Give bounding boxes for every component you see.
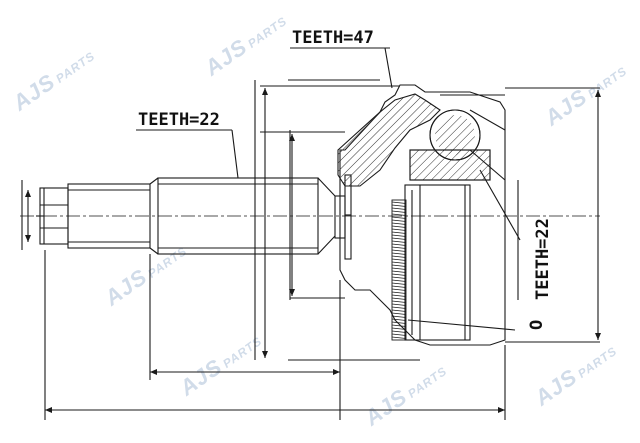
abs-tooth [391, 219, 407, 222]
abs-tooth [391, 300, 407, 303]
abs-tooth [391, 261, 407, 264]
abs-tooth [391, 327, 407, 330]
abs-tooth [391, 282, 407, 285]
abs-tooth [391, 207, 407, 210]
abs-tooth [391, 243, 407, 246]
abs-tooth [391, 252, 407, 255]
abs-tooth [391, 234, 407, 237]
abs-tooth [391, 279, 407, 282]
abs-tooth [391, 273, 407, 276]
housing-outline [339, 84, 506, 346]
abs-tooth [391, 315, 407, 318]
abs-tooth [391, 267, 407, 270]
abs-tooth [391, 258, 407, 261]
abs-tooth [391, 291, 407, 294]
label-teeth-22-shaft: TEETH=22 [138, 110, 220, 130]
label-abs-ring: O [527, 320, 547, 330]
abs-tooth [391, 318, 407, 321]
abs-tooth [391, 333, 407, 336]
abs-tooth [391, 264, 407, 267]
abs-tooth [391, 213, 407, 216]
abs-tooth [391, 222, 407, 225]
leader-teeth-abs [479, 169, 521, 241]
abs-tooth [391, 240, 407, 243]
abs-tooth [391, 228, 407, 231]
abs-tooth [391, 330, 407, 333]
abs-tooth [391, 210, 407, 213]
abs-tooth [391, 321, 407, 324]
abs-tooth [391, 294, 407, 297]
abs-tooth [391, 255, 407, 258]
outer-shaft [67, 183, 151, 249]
abs-tooth [391, 201, 407, 204]
abs-tooth [391, 204, 407, 207]
leader-teeth-47 [384, 47, 393, 89]
abs-tooth [391, 231, 407, 234]
abs-tooth [391, 285, 407, 288]
abs-tooth [391, 336, 407, 339]
label-teeth-22-abs: TEETH=22 [533, 218, 553, 300]
abs-tooth [391, 297, 407, 300]
abs-tooth [391, 237, 407, 240]
housing-section [337, 93, 441, 187]
abs-ring [391, 199, 407, 341]
abs-tooth [391, 246, 407, 249]
abs-tooth [391, 276, 407, 279]
abs-tooth [391, 225, 407, 228]
abs-tooth [391, 312, 407, 315]
label-teeth-47: TEETH=47 [292, 28, 374, 48]
abs-tooth [391, 216, 407, 219]
abs-tooth [391, 324, 407, 327]
abs-tooth [391, 306, 407, 309]
leader-teeth-22-shaft [231, 129, 239, 179]
abs-tooth [391, 270, 407, 273]
abs-tooth [391, 303, 407, 306]
abs-tooth [391, 309, 407, 312]
abs-tooth [391, 288, 407, 291]
abs-tooth [391, 249, 407, 252]
